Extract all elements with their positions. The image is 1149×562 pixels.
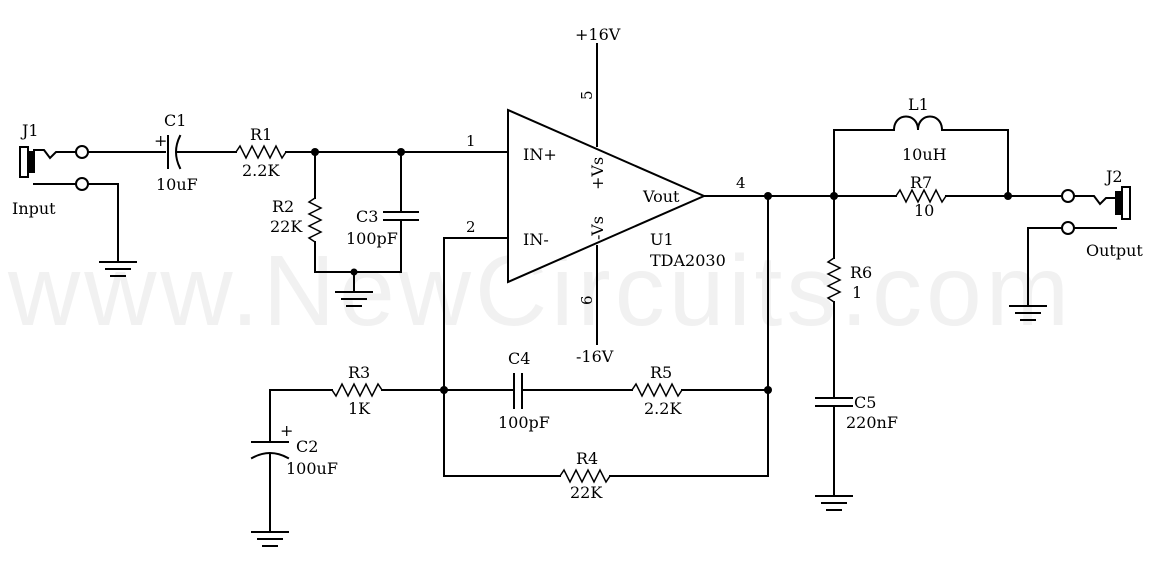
r5-ref-label: R5 bbox=[650, 363, 672, 382]
opamp-vs-plus-label: +Vs bbox=[588, 157, 607, 190]
resistor-r7 bbox=[895, 188, 947, 204]
ground-symbol-j1 bbox=[99, 261, 137, 277]
wire-in-minus-feedback bbox=[443, 237, 509, 477]
c3-ref-label: C3 bbox=[356, 207, 378, 226]
supply-negative-label: -16V bbox=[576, 347, 614, 366]
r4-ref-label: R4 bbox=[576, 449, 598, 468]
opamp-ref-label: U1 bbox=[650, 230, 674, 249]
c1-value-label: 10uF bbox=[156, 175, 198, 194]
output-jack-j2 bbox=[1061, 186, 1131, 235]
opamp-in-plus-label: IN+ bbox=[523, 145, 557, 164]
r2-ref-label: R2 bbox=[272, 197, 294, 216]
opamp-u1-triangle bbox=[507, 108, 707, 284]
resistor-r1 bbox=[235, 144, 287, 160]
ground-symbol-j2 bbox=[1009, 305, 1047, 321]
ground-symbol-c5 bbox=[815, 495, 853, 511]
c2-ref-label: C2 bbox=[296, 437, 318, 456]
c4-value-label: 100pF bbox=[498, 413, 550, 432]
r4-value-label: 22K bbox=[570, 483, 603, 502]
resistor-r2 bbox=[307, 197, 323, 243]
capacitor-c3 bbox=[383, 211, 419, 221]
l1-ref-label: L1 bbox=[908, 95, 929, 114]
r7-ref-label: R7 bbox=[910, 173, 932, 192]
junction-dot bbox=[1004, 192, 1012, 200]
wire-r4-right-feedback bbox=[609, 195, 769, 477]
r2-value-label: 22K bbox=[270, 217, 303, 236]
c2-polarity: + bbox=[280, 421, 293, 440]
pin-number-1: 1 bbox=[466, 132, 476, 150]
capacitor-c1 bbox=[167, 134, 182, 170]
resistor-r4 bbox=[559, 468, 611, 484]
j2-output-label: Output bbox=[1086, 241, 1143, 260]
c1-ref-label: C1 bbox=[164, 111, 186, 130]
opamp-part-label: TDA2030 bbox=[650, 251, 726, 270]
wire-l1-left bbox=[833, 129, 895, 197]
r3-ref-label: R3 bbox=[348, 363, 370, 382]
pin-number-2: 2 bbox=[466, 218, 476, 236]
capacitor-c4 bbox=[513, 373, 523, 409]
j1-ref-label: J1 bbox=[20, 121, 39, 140]
c4-ref-label: C4 bbox=[508, 349, 530, 368]
c1-polarity: + bbox=[154, 131, 167, 150]
wire-l1-right bbox=[941, 129, 1009, 197]
c3-value-label: 100pF bbox=[346, 229, 398, 248]
c5-ref-label: C5 bbox=[854, 393, 876, 412]
resistor-r3 bbox=[331, 382, 383, 398]
r6-value-label: 1 bbox=[852, 283, 862, 302]
j2-ground-wire bbox=[1027, 227, 1063, 307]
j1-input-label: Input bbox=[12, 199, 56, 218]
capacitor-c5 bbox=[815, 397, 853, 407]
inductor-l1 bbox=[892, 115, 944, 132]
pin-number-5: 5 bbox=[578, 90, 596, 100]
r1-ref-label: R1 bbox=[250, 125, 272, 144]
r1-value-label: 2.2K bbox=[242, 161, 280, 180]
wire-r3-c2 bbox=[269, 389, 333, 441]
supply-positive-label: +16V bbox=[575, 25, 621, 44]
input-jack-j1 bbox=[19, 145, 89, 191]
r7-value-label: 10 bbox=[914, 201, 934, 220]
pin-number-4: 4 bbox=[736, 174, 746, 192]
opamp-vs-minus-label: -Vs bbox=[588, 216, 607, 240]
ground-symbol-c2 bbox=[251, 531, 289, 547]
ground-symbol-input bbox=[335, 291, 373, 307]
opamp-vout-label: Vout bbox=[642, 187, 680, 206]
resistor-r5 bbox=[631, 382, 683, 398]
junction-dot bbox=[764, 192, 772, 200]
pin-number-6: 6 bbox=[578, 295, 596, 305]
j1-ground-wire bbox=[87, 183, 119, 263]
resistor-r6 bbox=[826, 257, 842, 303]
c2-value-label: 100uF bbox=[286, 459, 338, 478]
j2-ref-label: J2 bbox=[1104, 167, 1123, 186]
opamp-in-minus-label: IN- bbox=[523, 230, 549, 249]
l1-value-label: 10uH bbox=[902, 145, 947, 164]
r6-ref-label: R6 bbox=[850, 263, 872, 282]
r3-value-label: 1K bbox=[348, 399, 371, 418]
r5-value-label: 2.2K bbox=[644, 399, 682, 418]
c5-value-label: 220nF bbox=[846, 413, 898, 432]
